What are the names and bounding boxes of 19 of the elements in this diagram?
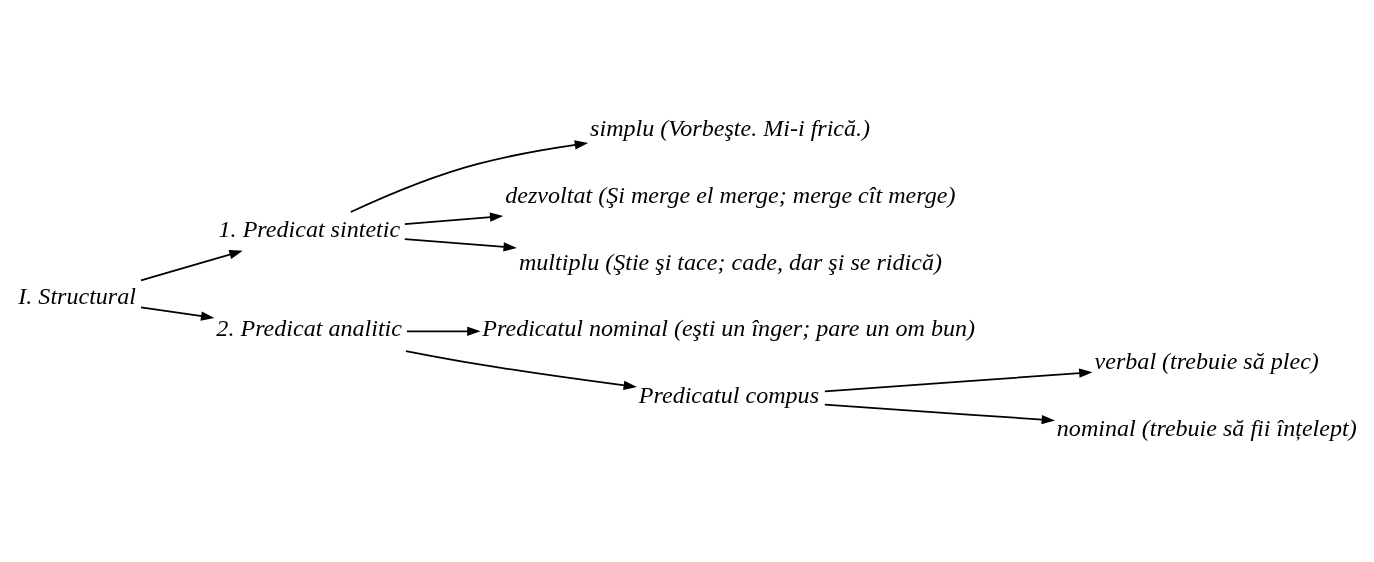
arrow xyxy=(404,350,637,390)
node-text: simplu (Vorbeşte. Mi-i frică.) xyxy=(589,115,870,142)
node-text: dezvoltat (Şi merge el merge; merge cît merge) xyxy=(504,181,955,208)
node-text: Predicatul compus xyxy=(638,382,819,409)
arrow xyxy=(823,368,1093,393)
node-text: 2. Predicat analitic xyxy=(215,315,402,342)
node-text: I. Structural xyxy=(17,282,136,309)
node-text: Predicatul nominal (eşti un înger; pare un om bun) xyxy=(481,315,975,342)
arrow xyxy=(349,140,588,213)
node-text: multiplu (Ştie şi tace; cade, dar şi se ridică) xyxy=(518,248,942,275)
node-text: nominal (trebuie să fii înțelept) xyxy=(1056,414,1357,441)
arrow xyxy=(139,250,243,282)
node-text: 1. Predicat sintetic xyxy=(218,215,400,242)
arrow xyxy=(405,326,481,337)
node-text: verbal (trebuie să plec) xyxy=(1094,348,1319,375)
arrow xyxy=(823,403,1055,425)
arrow xyxy=(403,238,517,252)
arrow xyxy=(139,306,214,321)
arrow xyxy=(403,212,503,225)
